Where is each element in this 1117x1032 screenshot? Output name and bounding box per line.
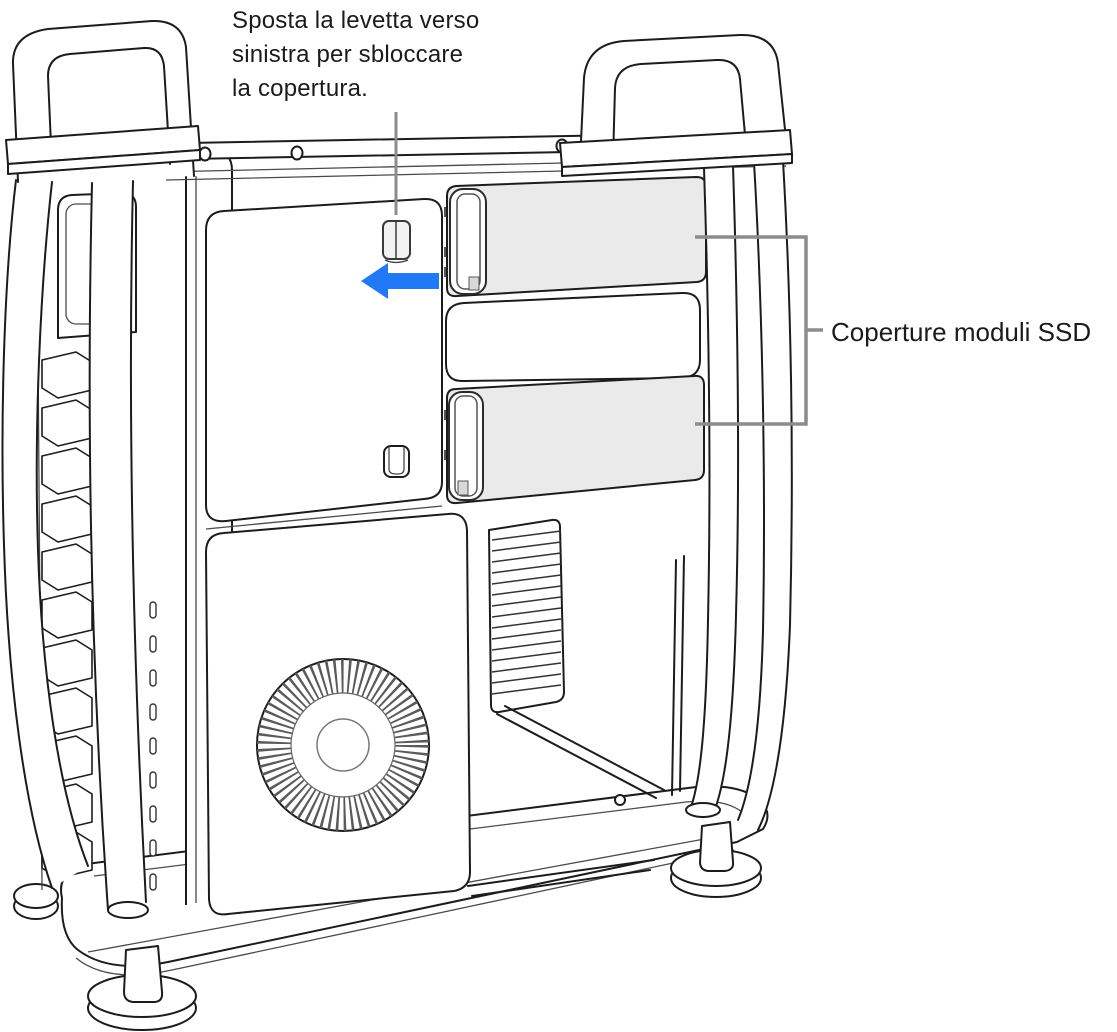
left-handle <box>5 19 201 183</box>
front-right-foot <box>670 821 762 898</box>
fan <box>256 658 430 832</box>
screw-hole <box>614 794 626 806</box>
screw-hole <box>290 145 304 161</box>
ssd-cover-bottom-frame <box>444 391 484 501</box>
ssd-cover-middle <box>445 291 701 383</box>
front-left-foot <box>87 945 197 1031</box>
tube-collar <box>685 802 721 818</box>
tube-collar <box>107 901 149 919</box>
lever-note-line-1: Sposta la levetta verso <box>232 7 480 34</box>
ssd-covers-label: Coperture moduli SSD <box>831 317 1092 347</box>
screw-hole <box>198 146 212 162</box>
right-handle <box>559 33 793 177</box>
frame-tubes-left <box>1 179 149 919</box>
lever-instruction-note: Sposta la levetta verso sinistra per sbl… <box>232 4 479 106</box>
dimm-door <box>205 197 443 530</box>
ssd-cover-bottom <box>446 374 705 505</box>
vent-grille <box>488 518 565 714</box>
lever-note-line-2: sinistra per sbloccare <box>232 41 464 68</box>
ssd-cover-top-frame <box>444 188 487 295</box>
pcie-bay <box>467 555 685 897</box>
fan-panel <box>205 512 471 916</box>
ssd-covers <box>444 176 707 505</box>
io-port-slots <box>149 601 157 891</box>
fan-hub <box>316 718 370 772</box>
arrow-left-icon <box>361 263 439 299</box>
frame-tubes-right <box>685 159 793 831</box>
bottom-latch <box>383 445 410 478</box>
top-latch <box>382 220 411 264</box>
lever-note-line-3: la copertura. <box>232 75 369 102</box>
ssd-bracket <box>695 235 823 426</box>
